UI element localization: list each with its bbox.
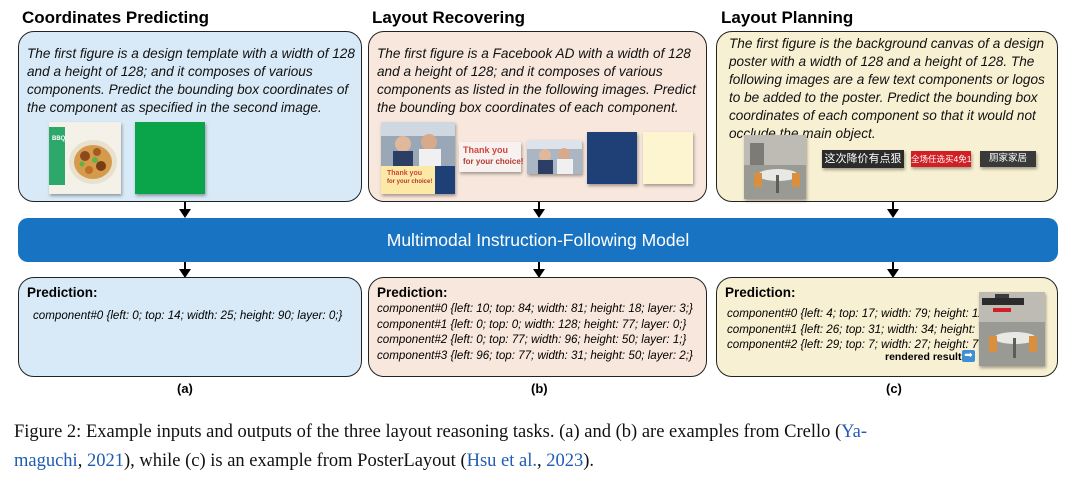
component-thankyou-text: Thank you <box>463 145 509 155</box>
prediction-line-a0: component#0 {left: 0; top: 14; width: 25… <box>33 309 343 322</box>
svg-text:BBQ: BBQ <box>52 136 66 142</box>
caption-text-3: ), while (c) is an example from PosterLa… <box>123 451 467 471</box>
sublabel-c: (c) <box>886 381 902 396</box>
input-box-c: The first figure is the background canva… <box>716 31 1058 202</box>
prediction-label-b: Prediction: <box>377 285 448 300</box>
caption-text-2: , <box>77 451 87 471</box>
arrow-b-down <box>533 202 545 218</box>
prediction-line-c0: component#0 {left: 4; top: 17; width: 79… <box>727 307 992 320</box>
caption-text-5: ). <box>583 451 595 471</box>
sublabel-a: (a) <box>177 381 193 396</box>
title-layout-planning: Layout Planning <box>721 8 854 27</box>
prompt-a: The first figure is a design template wi… <box>27 46 355 115</box>
prediction-box-a: Prediction: component#0 {left: 0; top: 1… <box>18 277 362 377</box>
prompt-b: The first figure is a Facebook AD with a… <box>377 46 696 115</box>
prediction-line-b2: component#2 {left: 0; top: 77; width: 96… <box>377 333 687 346</box>
design-template-image: BBQ <box>49 122 121 194</box>
rendered-result-image <box>979 292 1045 366</box>
prediction-box-b: Prediction: component#0 {left: 10; top: … <box>368 277 707 377</box>
arrow-c-down <box>887 202 899 218</box>
title-coordinates-predicting: Coordinates Predicting <box>22 8 210 27</box>
poster-chip-2: 全场任选买4免1 <box>911 151 971 167</box>
multimodal-model-bar: Multimodal Instruction-Following Model <box>18 218 1058 262</box>
poster-chip-1: 这次降价有点狠 <box>822 150 904 168</box>
arrow-c-out <box>887 262 899 278</box>
arrow-a-down <box>179 202 191 218</box>
component-green-image <box>135 122 205 194</box>
prediction-line-b1: component#1 {left: 0; top: 0; width: 128… <box>377 317 687 331</box>
input-box-a: The first figure is a design template wi… <box>18 31 362 202</box>
input-box-b: The first figure is a Facebook AD with a… <box>368 31 707 202</box>
arrow-a-out <box>179 262 191 278</box>
prediction-label-c: Prediction: <box>725 285 796 300</box>
figure-caption: Figure 2: Example inputs and outputs of … <box>14 418 1069 476</box>
prediction-line-b3: component#3 {left: 96; top: 77; width: 3… <box>377 348 693 362</box>
prediction-line-b0: component#0 {left: 10; top: 84; width: 8… <box>377 302 693 315</box>
cream-component-image <box>643 132 693 184</box>
citation-link-yamaguchi[interactable]: Ya- <box>841 422 868 442</box>
prediction-line-c1: component#1 {left: 26; top: 31; width: 3… <box>727 322 992 336</box>
right-arrow-icon: ➡ <box>962 350 975 362</box>
citation-year-2021[interactable]: 2021 <box>86 451 124 471</box>
background-canvas-image <box>744 135 806 199</box>
facebook-ad-image: Thank you for your choice! <box>381 122 455 194</box>
ad-choice-text: for your choice! <box>387 179 433 185</box>
prediction-label-a: Prediction: <box>27 285 98 300</box>
poster-chip-3: 厕家家居 <box>980 151 1036 167</box>
prompt-c: The first figure is the background canva… <box>729 36 1045 141</box>
rendered-result-label: rendered result <box>885 351 962 363</box>
sublabel-b: (b) <box>531 381 548 396</box>
photo-component-image <box>527 140 582 174</box>
caption-text-4: , <box>537 451 547 471</box>
navy-component-image <box>587 132 637 184</box>
caption-text-1: Figure 2: Example inputs and outputs of … <box>14 422 842 442</box>
title-layout-recovering: Layout Recovering <box>372 8 526 27</box>
component-choice-text: for your choice! <box>463 157 524 166</box>
text-component-image: Thank you for your choice! <box>459 142 524 172</box>
ad-thankyou-text: Thank you <box>387 170 423 177</box>
citation-year-2023[interactable]: 2023 <box>546 451 584 471</box>
arrow-b-out <box>533 262 545 278</box>
citation-link-hsu[interactable]: Hsu et al. <box>466 451 538 471</box>
prediction-line-c2: component#2 {left: 29; top: 7; width: 27… <box>727 338 986 351</box>
prediction-box-c: Prediction: component#0 {left: 4; top: 1… <box>716 277 1058 377</box>
citation-link-yamaguchi-cont[interactable]: maguchi <box>14 451 78 471</box>
